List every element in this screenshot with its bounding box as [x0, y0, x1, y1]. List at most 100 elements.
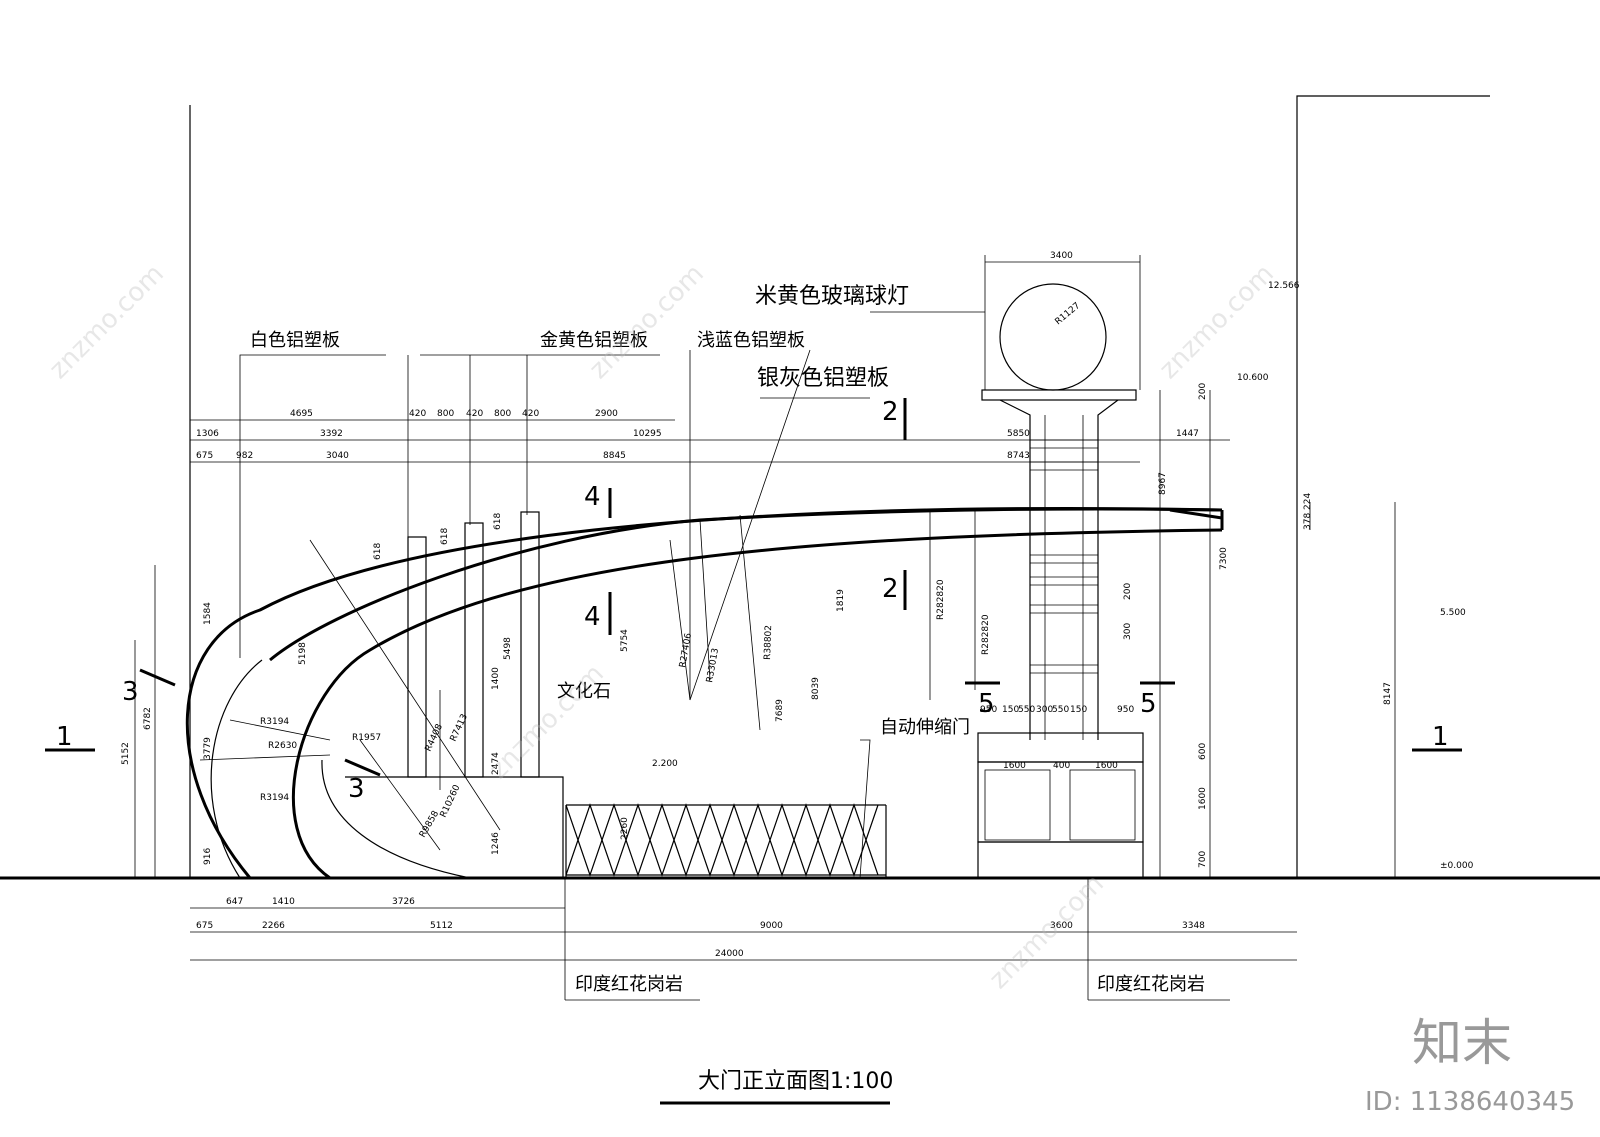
svg-text:znzmo.com: znzmo.com [584, 259, 710, 385]
label-white-panel: 白色铝塑板 [250, 330, 340, 351]
svg-text:R10260: R10260 [439, 783, 463, 819]
dimension-texts: 4695 420 800 420 800 420 2900 1306 3392 … [121, 251, 1393, 959]
svg-text:7689: 7689 [775, 699, 785, 722]
section-mark-5-right: 5 [1140, 689, 1157, 719]
section-mark-3-mid: 3 [348, 774, 365, 804]
svg-text:550: 550 [1052, 705, 1069, 715]
svg-text:1447: 1447 [1176, 429, 1199, 439]
svg-text:8147: 8147 [1383, 682, 1393, 705]
svg-text:R27406: R27406 [678, 632, 694, 668]
svg-text:1600: 1600 [1003, 761, 1026, 771]
svg-text:R3194: R3194 [260, 793, 289, 803]
svg-text:950: 950 [980, 705, 997, 715]
svg-text:3392: 3392 [320, 429, 343, 439]
right-building-outline [1296, 95, 1490, 878]
svg-text:150: 150 [1002, 705, 1019, 715]
section-mark-1-left: 1 [56, 722, 73, 752]
culture-stone-base [345, 776, 564, 878]
section-mark-2-bottom: 2 [882, 574, 899, 604]
svg-text:378: 378 [1303, 513, 1313, 530]
svg-text:2900: 2900 [595, 409, 618, 419]
svg-text:600: 600 [1198, 743, 1208, 760]
section-mark-2-top: 2 [882, 397, 899, 427]
svg-text:916: 916 [203, 848, 213, 865]
svg-text:znzmo.com: znzmo.com [1154, 259, 1280, 385]
svg-text:znzmo.com: znzmo.com [484, 659, 610, 785]
level-12566: 12.566 [1268, 281, 1300, 291]
id-watermark: ID: 1138640345 [1365, 1087, 1575, 1117]
svg-text:R33013: R33013 [705, 647, 721, 683]
svg-text:1306: 1306 [196, 429, 219, 439]
svg-text:3600: 3600 [1050, 921, 1073, 931]
drawing-title: 大门正立面图1:100 [698, 1069, 893, 1094]
section-mark-4-bottom: 4 [584, 602, 601, 632]
level-5500: 5.500 [1440, 608, 1466, 618]
svg-text:5754: 5754 [620, 629, 630, 652]
level-2200: 2.200 [652, 759, 678, 769]
section-mark-5-left: 5 [978, 689, 995, 719]
section-mark-1-right: 1 [1432, 722, 1449, 752]
svg-text:R4408: R4408 [424, 722, 446, 753]
svg-text:200: 200 [1123, 583, 1133, 600]
svg-text:800: 800 [437, 409, 454, 419]
svg-text:618: 618 [373, 543, 383, 560]
svg-text:R282820: R282820 [936, 579, 946, 620]
svg-text:950: 950 [1117, 705, 1134, 715]
svg-text:R3194: R3194 [260, 717, 289, 727]
auto-telescopic-gate [565, 803, 887, 878]
svg-text:6782: 6782 [143, 707, 153, 730]
svg-text:420: 420 [522, 409, 539, 419]
svg-text:5850: 5850 [1007, 429, 1030, 439]
svg-text:2474: 2474 [491, 752, 501, 775]
svg-text:1400: 1400 [491, 667, 501, 690]
label-gold-panel: 金黄色铝塑板 [540, 330, 648, 351]
svg-text:R7413: R7413 [449, 713, 470, 744]
svg-text:8967: 8967 [1158, 472, 1168, 495]
svg-text:300: 300 [1123, 623, 1133, 640]
svg-text:1584: 1584 [203, 602, 213, 625]
label-auto-gate: 自动伸缩门 [880, 717, 970, 738]
brand-watermark: 知末 [1412, 1014, 1512, 1072]
svg-text:647: 647 [226, 897, 243, 907]
label-glass-lamp: 米黄色玻璃球灯 [755, 284, 909, 309]
svg-text:618: 618 [440, 528, 450, 545]
svg-text:10295: 10295 [633, 429, 662, 439]
svg-text:24000: 24000 [715, 949, 744, 959]
svg-text:420: 420 [466, 409, 483, 419]
svg-text:5112: 5112 [430, 921, 453, 931]
svg-text:znzmo.com: znzmo.com [44, 259, 170, 385]
svg-text:3779: 3779 [203, 737, 213, 760]
radius-lines [199, 510, 976, 851]
svg-text:675: 675 [196, 921, 213, 931]
dimension-lines [134, 255, 1396, 1001]
svg-text:3040: 3040 [326, 451, 349, 461]
svg-text:300: 300 [1036, 705, 1053, 715]
svg-text:5498: 5498 [503, 637, 513, 660]
label-granite-right: 印度红花岗岩 [1097, 974, 1205, 995]
svg-text:8845: 8845 [603, 451, 626, 461]
svg-text:200: 200 [1198, 383, 1208, 400]
svg-text:800: 800 [494, 409, 511, 419]
svg-text:7300: 7300 [1219, 547, 1229, 570]
svg-text:420: 420 [409, 409, 426, 419]
svg-text:4695: 4695 [290, 409, 313, 419]
svg-text:1246: 1246 [491, 832, 501, 855]
svg-text:2260: 2260 [620, 817, 630, 840]
section-mark-3-left: 3 [122, 677, 139, 707]
svg-text:R38802: R38802 [763, 625, 774, 660]
svg-text:3348: 3348 [1182, 921, 1205, 931]
svg-text:1600: 1600 [1095, 761, 1118, 771]
svg-text:8039: 8039 [811, 677, 821, 700]
section-mark-4-top: 4 [584, 482, 601, 512]
svg-text:3726: 3726 [392, 897, 415, 907]
right-pillar [977, 283, 1144, 879]
svg-text:R2630: R2630 [268, 741, 297, 751]
svg-text:8743: 8743 [1007, 451, 1030, 461]
svg-text:150: 150 [1070, 705, 1087, 715]
svg-text:400: 400 [1053, 761, 1070, 771]
svg-text:1600: 1600 [1198, 787, 1208, 810]
svg-text:700: 700 [1198, 851, 1208, 868]
svg-text:R1957: R1957 [352, 733, 381, 743]
label-blue-panel: 浅蓝色铝塑板 [697, 330, 805, 351]
